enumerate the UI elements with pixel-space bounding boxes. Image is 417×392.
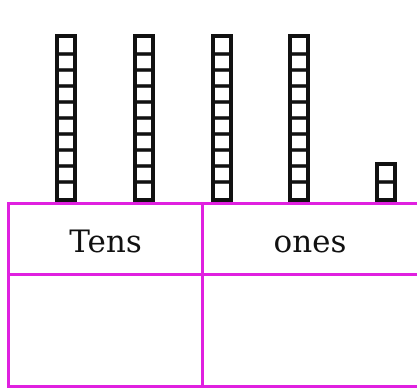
tens-rod-1 [55, 34, 77, 202]
ones-cube-stack [375, 162, 397, 202]
ones-header: ones [273, 224, 347, 260]
tens-rod-4 [288, 34, 310, 202]
tens-rod-2 [133, 34, 155, 202]
tens-answer-cell[interactable] [10, 276, 201, 388]
tens-rods-group [55, 34, 310, 202]
tens-header: Tens [69, 224, 142, 260]
place-value-table: Tens ones [7, 202, 417, 388]
ones-cubes-group [375, 162, 397, 202]
row-divider [10, 273, 417, 276]
column-divider [201, 205, 204, 385]
tens-rod-3 [211, 34, 233, 202]
base-ten-blocks [55, 34, 397, 202]
ones-answer-cell[interactable] [204, 276, 417, 388]
